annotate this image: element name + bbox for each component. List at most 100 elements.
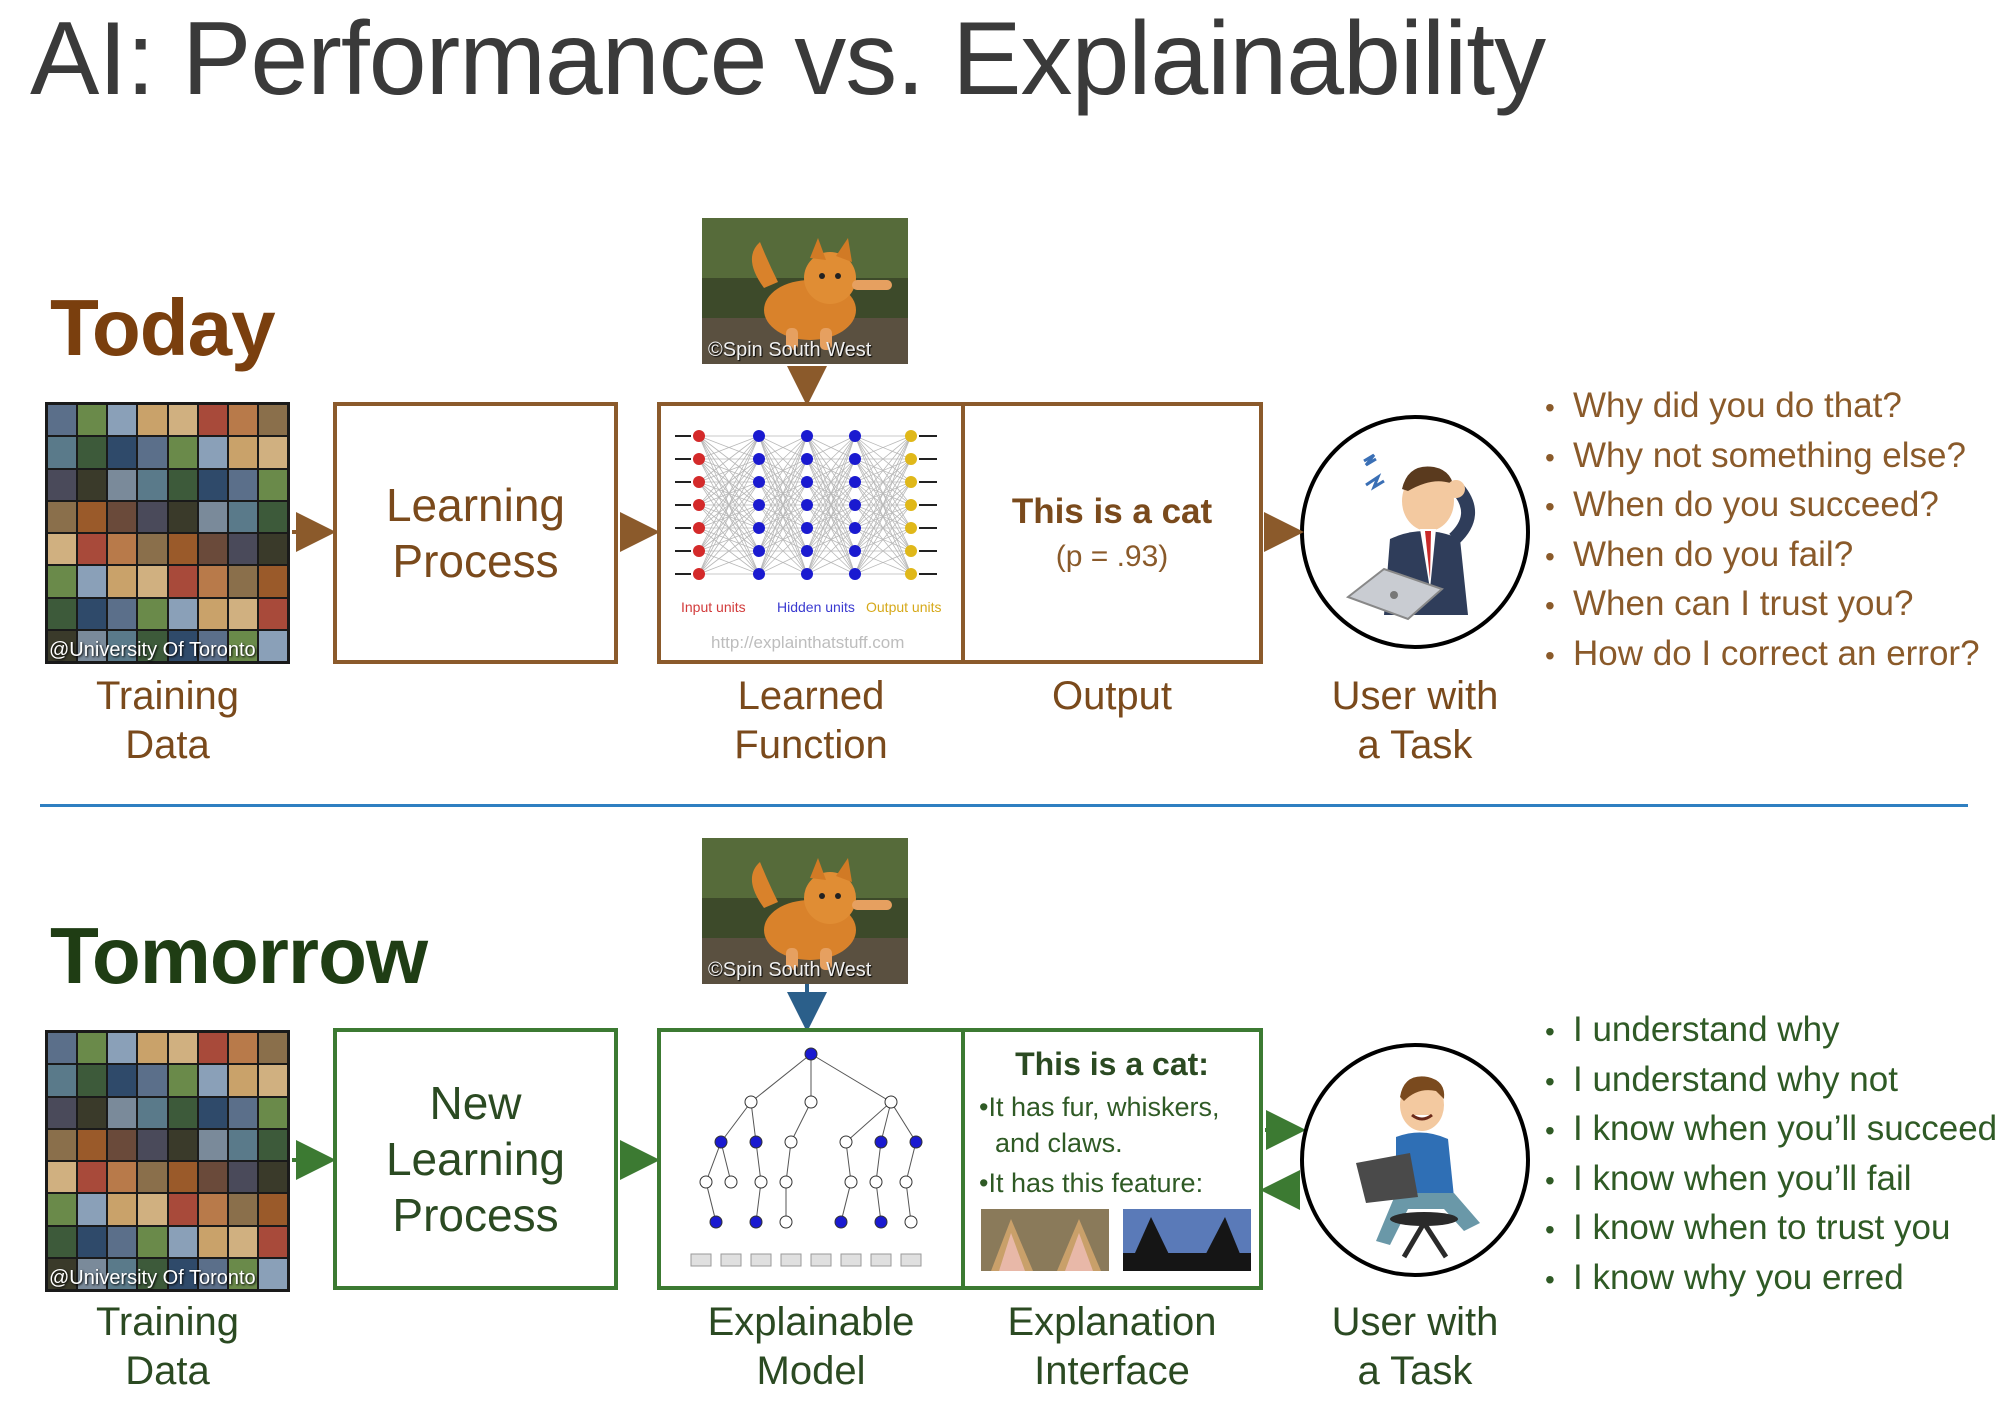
explanation-bullet: It has this feature: bbox=[988, 1168, 1204, 1198]
mosaic-tile bbox=[168, 1226, 197, 1257]
mosaic-tile bbox=[228, 1162, 257, 1193]
bullet-icon: • bbox=[979, 1092, 989, 1122]
nn-node bbox=[849, 453, 861, 465]
tree-leaf bbox=[870, 1253, 892, 1267]
mosaic-tile bbox=[78, 1097, 107, 1128]
mosaic-tile bbox=[138, 437, 167, 468]
today-user-caption: User with a Task bbox=[1331, 674, 1499, 767]
mosaic-tile bbox=[48, 469, 77, 500]
today-cat-photo: ©Spin South West bbox=[702, 218, 908, 364]
tomorrow-user-circle bbox=[1300, 1043, 1530, 1277]
mosaic-tile bbox=[48, 534, 77, 565]
mosaic-tile bbox=[108, 1226, 137, 1257]
mosaic-tile bbox=[168, 1033, 197, 1064]
mosaic-tile bbox=[138, 566, 167, 597]
mosaic-tile bbox=[198, 437, 227, 468]
image-credit: @University Of Toronto bbox=[49, 1267, 256, 1289]
feature-images bbox=[981, 1209, 1251, 1271]
tree-node bbox=[804, 1047, 818, 1061]
mosaic-tile bbox=[138, 598, 167, 629]
mosaic-tile bbox=[228, 630, 257, 661]
list-item: I know when you’ll fail bbox=[1545, 1155, 1997, 1205]
tree-node bbox=[779, 1175, 793, 1189]
nn-node bbox=[693, 453, 705, 465]
mosaic-tile bbox=[168, 1129, 197, 1160]
nn-node bbox=[693, 499, 705, 511]
nn-node bbox=[801, 430, 813, 442]
mosaic-tile bbox=[108, 630, 137, 661]
mosaic-tile bbox=[168, 1162, 197, 1193]
nn-node bbox=[849, 522, 861, 534]
mosaic-tile bbox=[108, 1162, 137, 1193]
mosaic-tile bbox=[198, 534, 227, 565]
mosaic-tile bbox=[198, 1258, 227, 1289]
mosaic-tile bbox=[198, 1162, 227, 1193]
tree-node bbox=[874, 1135, 888, 1149]
tree-leaf bbox=[750, 1253, 772, 1267]
tree-node bbox=[754, 1175, 768, 1189]
mosaic-tile bbox=[48, 501, 77, 532]
slide-title: AI: Performance vs. Explainability bbox=[30, 1, 1546, 117]
tree-node bbox=[709, 1215, 723, 1229]
tree-node bbox=[749, 1135, 763, 1149]
output-probability: (p = .93) bbox=[1055, 540, 1169, 573]
mosaic-tile bbox=[78, 469, 107, 500]
mosaic-tile bbox=[48, 1258, 77, 1289]
mosaic-tile bbox=[198, 1129, 227, 1160]
mosaic-tile bbox=[108, 566, 137, 597]
mosaic-tile bbox=[108, 1065, 137, 1096]
confused-user-icon bbox=[1345, 453, 1475, 621]
mosaic-tile bbox=[48, 437, 77, 468]
mosaic-tile bbox=[108, 501, 137, 532]
mosaic-tile bbox=[228, 566, 257, 597]
tree-node bbox=[884, 1095, 898, 1109]
mosaic-tile bbox=[228, 1258, 257, 1289]
nn-node bbox=[753, 545, 765, 557]
mosaic-tile bbox=[78, 534, 107, 565]
nn-node bbox=[753, 476, 765, 488]
mosaic-tile bbox=[228, 1065, 257, 1096]
mosaic-tile bbox=[138, 630, 167, 661]
mosaic-tile bbox=[78, 1162, 107, 1193]
mosaic-tile bbox=[138, 1129, 167, 1160]
nn-node bbox=[753, 522, 765, 534]
mosaic-tile bbox=[48, 630, 77, 661]
mosaic-tile bbox=[108, 1097, 137, 1128]
nn-node bbox=[753, 430, 765, 442]
mosaic-tile bbox=[258, 437, 287, 468]
tomorrow-explainable-model-box bbox=[657, 1028, 965, 1290]
mosaic-tile bbox=[48, 405, 77, 436]
mosaic-tile bbox=[168, 566, 197, 597]
mosaic-tile bbox=[168, 1097, 197, 1128]
neural-network-diagram: Input units Hidden units Output units ht… bbox=[675, 430, 942, 652]
tree-node bbox=[779, 1215, 793, 1229]
tree-leaf bbox=[810, 1253, 832, 1267]
tomorrow-model-caption: Explainable Model bbox=[707, 1300, 915, 1393]
mosaic-tile bbox=[138, 534, 167, 565]
list-item: Why not something else? bbox=[1545, 432, 1980, 482]
tomorrow-user-caption: User with a Task bbox=[1331, 1300, 1499, 1393]
mosaic-tile bbox=[258, 405, 287, 436]
nn-node bbox=[905, 568, 917, 580]
mosaic-tile bbox=[198, 1194, 227, 1225]
tree-node bbox=[749, 1215, 763, 1229]
nn-node bbox=[801, 522, 813, 534]
mosaic-tile bbox=[258, 534, 287, 565]
tree-node bbox=[839, 1135, 853, 1149]
nn-credit: http://explainthatstuff.com bbox=[711, 633, 904, 652]
tree-node bbox=[714, 1135, 728, 1149]
mosaic-tile bbox=[138, 469, 167, 500]
cat-image bbox=[702, 218, 908, 364]
mosaic-tile bbox=[258, 1162, 287, 1193]
mosaic-tile bbox=[78, 1194, 107, 1225]
nn-node bbox=[801, 453, 813, 465]
mosaic-tile bbox=[228, 405, 257, 436]
tree-leaf bbox=[900, 1253, 922, 1267]
nn-node bbox=[849, 499, 861, 511]
mosaic-tile bbox=[78, 598, 107, 629]
mosaic-tile bbox=[258, 501, 287, 532]
mosaic-tile bbox=[108, 469, 137, 500]
mosaic-tile bbox=[108, 534, 137, 565]
tomorrow-interface-caption: Explanation Interface bbox=[1007, 1300, 1217, 1393]
mosaic-tile bbox=[228, 437, 257, 468]
